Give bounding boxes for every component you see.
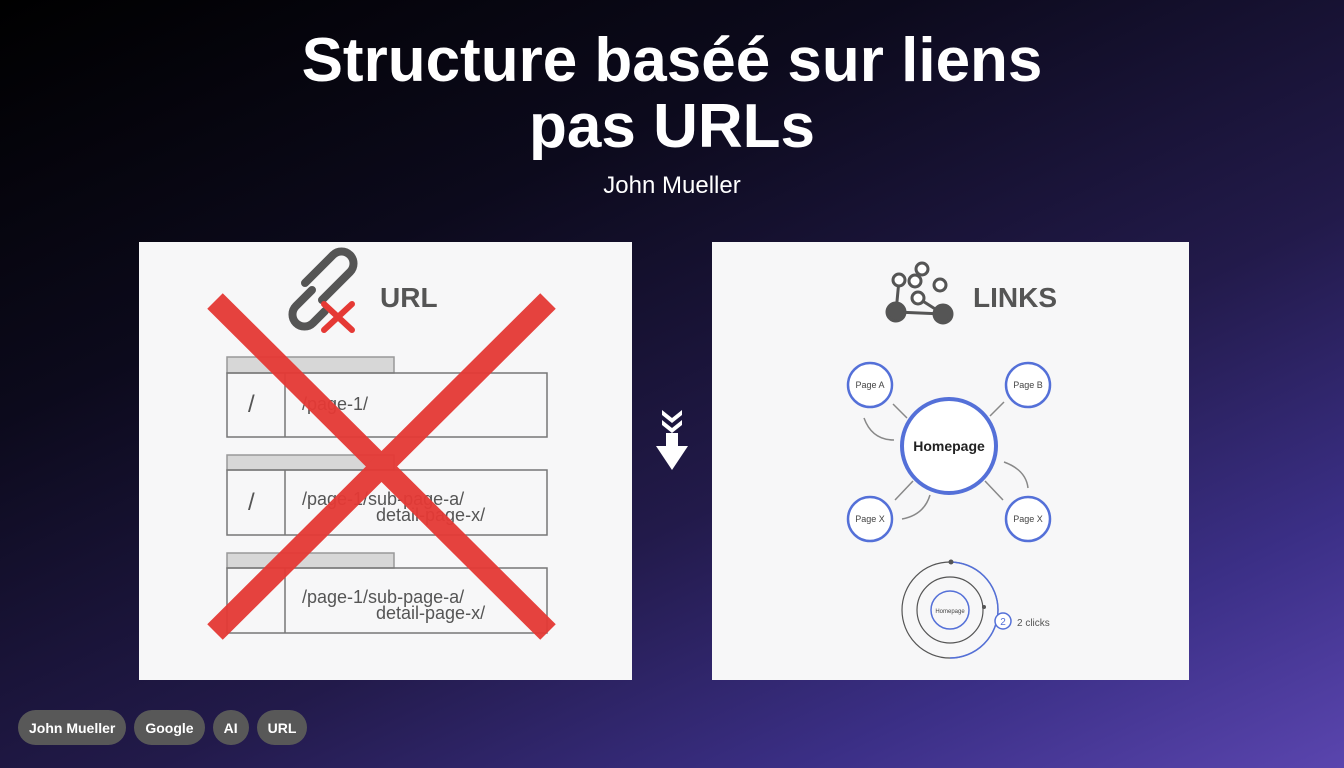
network-icon: [885, 261, 954, 325]
node-label: Page B: [1013, 380, 1043, 390]
row-path-2: detail-page-x/: [376, 603, 485, 623]
links-structure-panel: LINKS Homepage Page A Page B Page X Page…: [712, 242, 1189, 680]
row-root: /: [248, 391, 255, 418]
broken-link-icon: [288, 247, 358, 333]
url-structure-panel: URL / /page-1/ / /page-1/sub-page-a/ det…: [139, 242, 632, 680]
tag-google[interactable]: Google: [134, 710, 205, 745]
tag-john-mueller[interactable]: John Mueller: [18, 710, 127, 745]
tag-ai[interactable]: AI: [212, 710, 249, 745]
node-label: Page A: [855, 380, 884, 390]
tag-list: John Mueller Google AI URL: [18, 710, 308, 745]
node-label: Page X: [1013, 514, 1043, 524]
click-label: 2 clicks: [1017, 618, 1050, 629]
homepage-label: Homepage: [913, 438, 985, 454]
row-root: /: [248, 489, 255, 516]
tag-url[interactable]: URL: [256, 710, 308, 745]
cross-out-mark: [207, 293, 556, 640]
node-label: Page X: [855, 514, 885, 524]
url-heading: URL: [380, 282, 438, 313]
homepage-node: [900, 397, 998, 495]
click-badge: 2: [1000, 617, 1006, 628]
depth-center-label: Homepage: [935, 609, 965, 615]
row-path: /page-1/sub-page-a/: [302, 587, 464, 607]
author: John Mueller: [603, 172, 741, 199]
links-heading: LINKS: [973, 282, 1057, 313]
click-depth-diagram: [901, 559, 1012, 659]
